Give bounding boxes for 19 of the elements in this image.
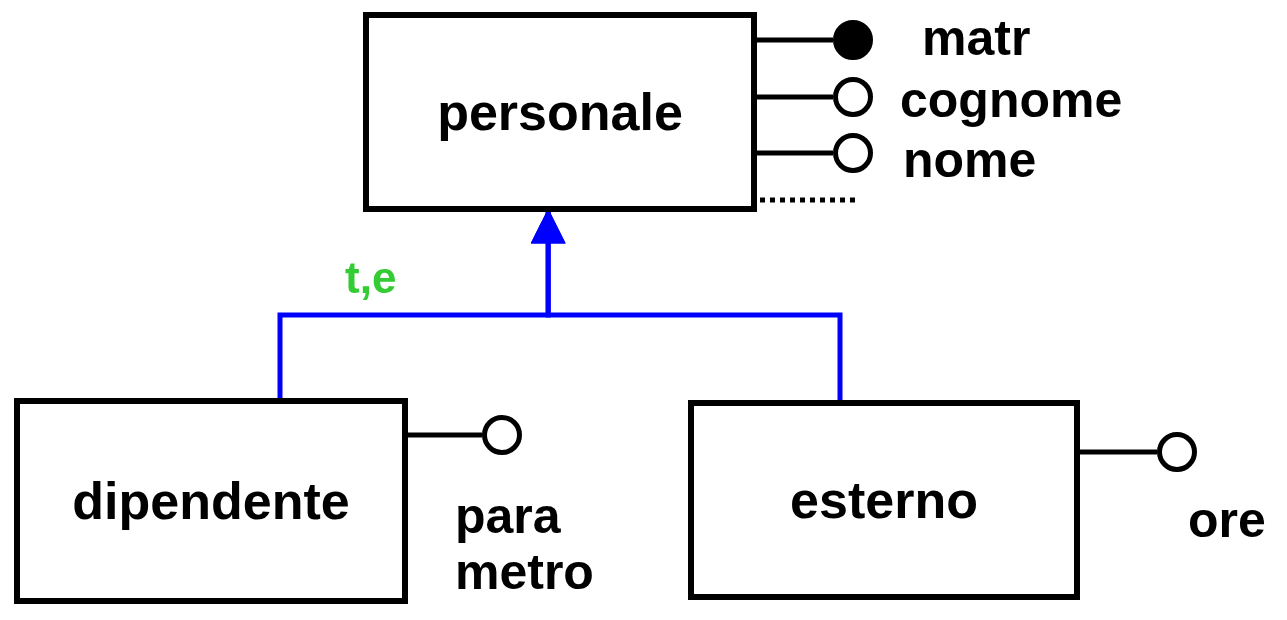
attribute-line <box>757 94 833 100</box>
attribute-circle <box>833 133 873 173</box>
entity-box <box>688 400 1080 600</box>
entity-box <box>14 398 408 604</box>
attribute-name: cognome <box>900 72 1124 128</box>
attribute-circle <box>1157 432 1197 472</box>
attribute-name: para metro <box>455 488 595 600</box>
entity-box <box>363 12 757 212</box>
attribute-name: ore <box>1188 492 1267 548</box>
attribute-line <box>408 432 482 438</box>
identifier-attribute-circle <box>833 20 873 60</box>
attribute-circle <box>482 415 522 455</box>
entity-name: esterno <box>790 474 978 526</box>
attribute-line <box>757 37 833 43</box>
attribute-line <box>757 150 833 156</box>
attribute-line <box>1080 449 1157 455</box>
attribute-name: nome <box>903 132 1038 188</box>
attribute-circle <box>833 77 873 117</box>
attribute-name: matr <box>922 10 1032 66</box>
